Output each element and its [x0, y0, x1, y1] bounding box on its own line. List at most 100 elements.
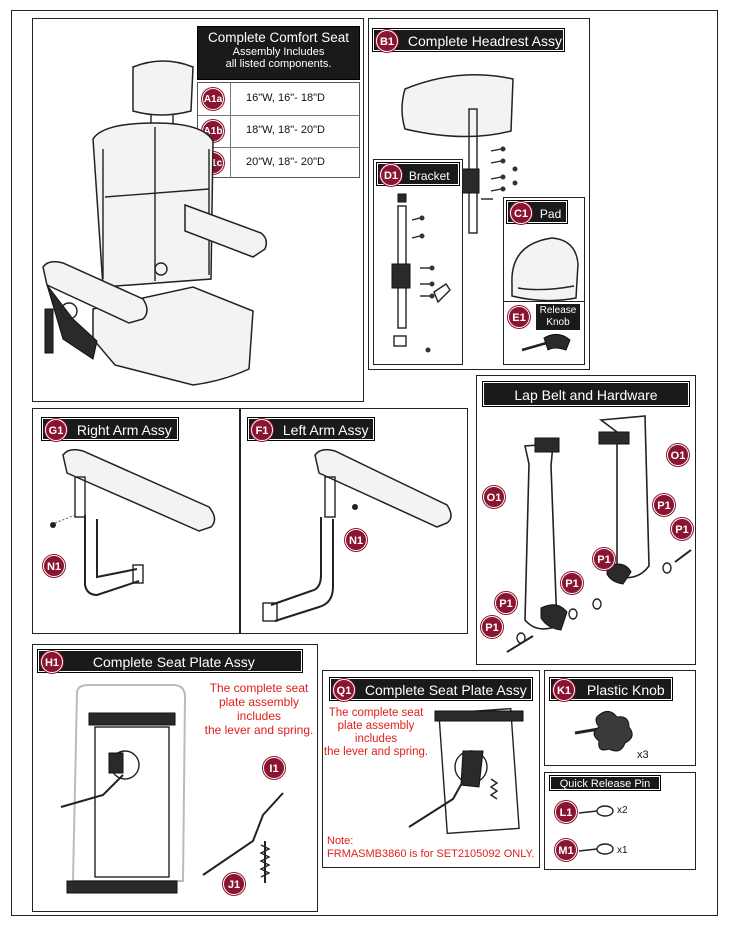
note-line-1: The complete seat	[328, 707, 424, 719]
quick-release-illustration	[578, 805, 614, 855]
lap-belt-header: Lap Belt and Hardware	[482, 381, 690, 407]
footnote-label: Note:	[327, 835, 354, 847]
table-row: A1a 16"W, 16"- 18"D	[198, 83, 359, 116]
seat-plate-q1-header: Q1 Complete Seat Plate Assy	[329, 677, 533, 702]
o1-label: O1	[483, 486, 505, 508]
c1-badge: C1	[510, 202, 532, 225]
note-line-2: plate assembly	[337, 720, 415, 732]
note-line-4: the lever and spring.	[323, 746, 429, 758]
l1-badge: L1	[555, 801, 577, 823]
e1-badge: E1	[508, 306, 530, 328]
bracket-illustration	[391, 193, 451, 353]
seat-spec-table: Complete Comfort Seat Assembly Includes …	[197, 26, 360, 186]
note-line-3: includes	[236, 709, 282, 723]
p1-label: P1	[481, 616, 503, 638]
plastic-knob-panel: K1 Plastic Knob x3	[544, 670, 696, 766]
row-divider	[230, 115, 231, 147]
seat-plate-h1-title: Complete Seat Plate Assy	[92, 654, 255, 670]
seat-plate-h1-panel: H1 Complete Seat Plate Assy The complete…	[32, 644, 318, 912]
seat-plate-q1-note: The complete seat plate assembly include…	[323, 707, 429, 759]
i1-badge: I1	[263, 757, 285, 779]
right-arm-header: G1 Right Arm Assy	[41, 417, 179, 442]
seat-plate-h1-note: The complete seat plate assembly include…	[201, 681, 317, 737]
l1-qty: x2	[617, 805, 628, 816]
bracket-panel: D1 Bracket	[373, 159, 463, 365]
seat-title-box: Complete Comfort Seat Assembly Includes …	[197, 26, 360, 80]
note-line-2: plate assembly	[218, 695, 300, 709]
quick-release-title: Quick Release Pin	[559, 778, 651, 790]
right-arm-panel: G1 Right Arm Assy N1	[32, 408, 240, 634]
row-divider	[230, 83, 231, 115]
a1c-size: 20"W, 18"- 20"D	[246, 156, 325, 168]
p1-label: P1	[593, 548, 615, 570]
seat-plate-h1-illustration	[60, 684, 284, 894]
seat-subtitle-1: Assembly Includes	[232, 46, 325, 58]
pad-illustration	[511, 237, 579, 302]
left-arm-header: F1 Left Arm Assy	[247, 417, 375, 442]
release-knob-title-1: Release	[539, 305, 577, 316]
lap-belt-panel: Lap Belt and Hardware O1 O1 P1 P1 P1 P1 …	[476, 375, 696, 665]
left-arm-panel: F1 Left Arm Assy N1	[240, 408, 468, 634]
seat-plate-h1-header: H1 Complete Seat Plate Assy	[37, 649, 303, 674]
pad-header: C1 Pad	[506, 200, 568, 225]
seat-plate-q1-panel: Q1 Complete Seat Plate Assy The complete…	[322, 670, 540, 868]
p1-label: P1	[495, 592, 517, 614]
comfort-seat-panel: Complete Comfort Seat Assembly Includes …	[32, 18, 364, 402]
right-arm-illustration	[50, 448, 216, 597]
bracket-header: D1 Bracket	[376, 162, 460, 187]
right-arm-title: Right Arm Assy	[76, 422, 172, 438]
row-divider	[230, 147, 231, 178]
m1-qty: x1	[617, 845, 628, 856]
note-line-1: The complete seat	[209, 681, 309, 695]
seat-plate-q1-footnote: Note: FRMASMB3860 is for SET2105092 ONLY…	[327, 835, 539, 861]
release-knob-panel: E1 Release Knob	[503, 301, 585, 365]
note-line-3: includes	[354, 733, 398, 745]
plastic-knob-illustration	[574, 711, 633, 752]
quick-release-panel: Quick Release Pin L1 M1 x2 x1	[544, 772, 696, 870]
o1-label: O1	[667, 444, 689, 466]
plastic-knob-header: K1 Plastic Knob	[549, 677, 673, 702]
seat-title: Complete Comfort Seat	[207, 30, 350, 45]
seat-plate-q1-title: Complete Seat Plate Assy	[364, 682, 527, 698]
note-line-4: the lever and spring.	[204, 723, 314, 737]
g1-badge: G1	[45, 419, 67, 442]
n1-badge: N1	[345, 529, 367, 551]
a1b-size: 18"W, 18"- 20"D	[246, 124, 325, 136]
lap-belt-illustration	[506, 415, 692, 653]
p1-label: P1	[671, 518, 693, 540]
a1a-badge: A1a	[202, 88, 224, 110]
left-arm-illustration	[262, 448, 452, 622]
release-knob-illustration	[521, 334, 571, 352]
release-knob-title-box: Release Knob	[536, 304, 580, 330]
h1-badge: H1	[41, 651, 63, 674]
headrest-header: B1 Complete Headrest Assy	[372, 28, 565, 53]
q1-badge: Q1	[333, 679, 355, 702]
pad-panel: C1 Pad	[503, 197, 585, 311]
k1-badge: K1	[553, 679, 575, 702]
j1-badge: J1	[223, 873, 245, 895]
plastic-knob-title: Plastic Knob	[586, 682, 665, 698]
m1-badge: M1	[555, 839, 577, 861]
lap-belt-title: Lap Belt and Hardware	[514, 387, 658, 403]
footnote-text: FRMASMB3860 is for SET2105092 ONLY.	[327, 848, 535, 860]
left-arm-title: Left Arm Assy	[282, 422, 369, 438]
pad-title: Pad	[539, 207, 562, 221]
comfort-seat-illustration	[42, 60, 268, 386]
page-frame	[11, 10, 718, 916]
quick-release-header: Quick Release Pin	[549, 775, 661, 791]
plastic-knob-qty: x3	[637, 749, 649, 761]
headrest-panel: B1 Complete Headrest Assy D1 Bracket C1	[368, 18, 590, 370]
p1-label: P1	[653, 494, 675, 516]
p1-label: P1	[561, 572, 583, 594]
seat-subtitle-2: all listed components.	[225, 58, 332, 70]
seat-plate-q1-illustration	[408, 707, 524, 835]
n1-badge: N1	[43, 555, 65, 577]
bracket-title: Bracket	[408, 169, 450, 183]
release-knob-title-2: Knob	[546, 317, 570, 328]
headrest-illustration	[401, 74, 518, 234]
release-knob-header: E1 Release Knob	[506, 304, 582, 330]
table-row: A1b 18"W, 18"- 20"D	[198, 115, 359, 148]
d1-badge: D1	[380, 164, 402, 187]
headrest-title: Complete Headrest Assy	[407, 33, 562, 49]
f1-badge: F1	[251, 419, 273, 442]
